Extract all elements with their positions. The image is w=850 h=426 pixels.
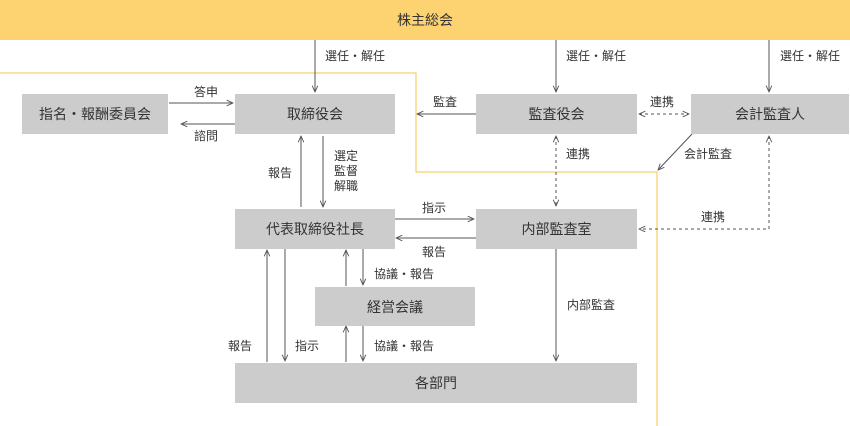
label-instruct-departments: 指示 [295,339,320,353]
label-elect-board: 選任・解任 [325,49,386,63]
president-box: 代表取締役社長 [235,209,395,249]
arrow-cooperation-accounting-internal [639,136,769,229]
company-boundary [0,72,658,426]
shareholders-meeting-banner: 株主総会 [0,0,850,40]
label-report-answer: 答申 [194,85,219,99]
label-instruct-internal: 指示 [422,201,447,215]
label-dismiss: 解職 [334,179,359,193]
nomination-committee-box: 指名・報酬委員会 [22,94,168,134]
management-meeting-box: 経営会議 [315,287,475,326]
label-supervise: 監督 [334,164,359,178]
audit-board-box: 監査役会 [476,94,637,134]
internal-audit-box: 内部監査室 [476,209,637,249]
departments-box: 各部門 [235,363,637,403]
accounting-auditor-box: 会計監査人 [691,94,849,134]
label-report-to-president: 報告 [228,339,253,353]
label-internal-audit: 内部監査 [567,298,616,312]
label-cooperation-internal: 連携 [566,147,591,161]
label-elect-audit-board: 選任・解任 [566,49,627,63]
label-cooperation-accounting-internal: 連携 [701,210,726,224]
label-consult: 諮問 [194,129,219,143]
label-select-supervise-dismiss: 選定 監督 解職 [334,149,358,194]
label-discussion-report-upper: 協議・報告 [374,267,435,281]
label-elect-accounting-auditor: 選任・解任 [780,49,841,63]
label-discussion-report-lower: 協議・報告 [374,339,435,353]
label-report-to-board: 報告 [268,166,293,180]
label-report-internal: 報告 [422,245,447,259]
label-accounting-audit: 会計監査 [684,147,733,161]
label-select: 選定 [334,149,359,163]
label-audit: 監査 [433,95,458,109]
label-cooperation-auditors: 連携 [650,95,675,109]
board-box: 取締役会 [235,94,395,134]
